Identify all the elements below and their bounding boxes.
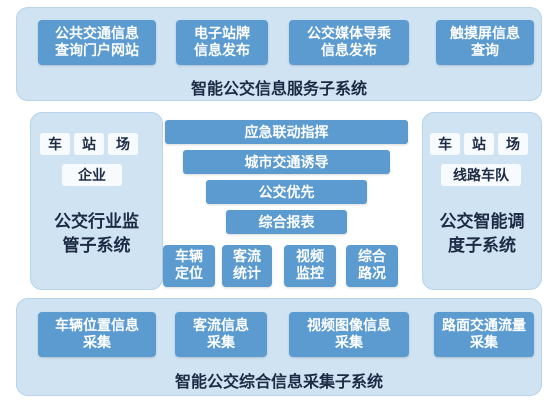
right-sub-route-fleet: 线路车队 bbox=[441, 164, 521, 186]
top-box-e-stop: 电子站牌 信息发布 bbox=[176, 20, 268, 65]
stack-report: 综合报表 bbox=[226, 210, 347, 234]
stack-traffic-guidance: 城市交通诱导 bbox=[183, 150, 390, 174]
center-box-vehicle-location: 车辆 定位 bbox=[163, 245, 215, 287]
bottom-box-video-image: 视频图像信息 采集 bbox=[289, 312, 409, 357]
left-sub-enterprise: 企业 bbox=[62, 164, 122, 186]
right-cell-chang: 场 bbox=[498, 133, 528, 155]
bottom-box-road-traffic: 路面交通流量 采集 bbox=[434, 312, 534, 357]
left-cell-zhan: 站 bbox=[74, 133, 104, 155]
top-box-portal: 公共交通信息 查询门户网站 bbox=[38, 20, 156, 65]
center-box-road-status: 综合 路况 bbox=[346, 245, 398, 287]
right-cell-che: 车 bbox=[430, 133, 460, 155]
center-box-video-monitor: 视频 监控 bbox=[284, 245, 336, 287]
bottom-box-vehicle-position: 车辆位置信息 采集 bbox=[38, 312, 156, 357]
top-box-media: 公交媒体导乘 信息发布 bbox=[289, 20, 409, 65]
bottom-title: 智能公交综合信息采集子系统 bbox=[174, 372, 383, 391]
left-cell-chang: 场 bbox=[108, 133, 138, 155]
bottom-box-passenger-flow: 客流信息 采集 bbox=[175, 312, 267, 357]
right-cell-zhan: 站 bbox=[464, 133, 494, 155]
stack-bus-priority: 公交优先 bbox=[206, 180, 367, 204]
left-cell-che: 车 bbox=[40, 133, 70, 155]
left-title: 公交行业监 管子系统 bbox=[54, 212, 139, 256]
top-box-touchscreen: 触摸屏信息 查询 bbox=[436, 20, 534, 65]
right-title: 公交智能调 度子系统 bbox=[439, 212, 525, 256]
stack-emergency-command: 应急联动指挥 bbox=[165, 120, 408, 144]
top-title: 智能公交信息服务子系统 bbox=[190, 79, 367, 98]
center-box-passenger-flow: 客流 统计 bbox=[222, 245, 272, 287]
